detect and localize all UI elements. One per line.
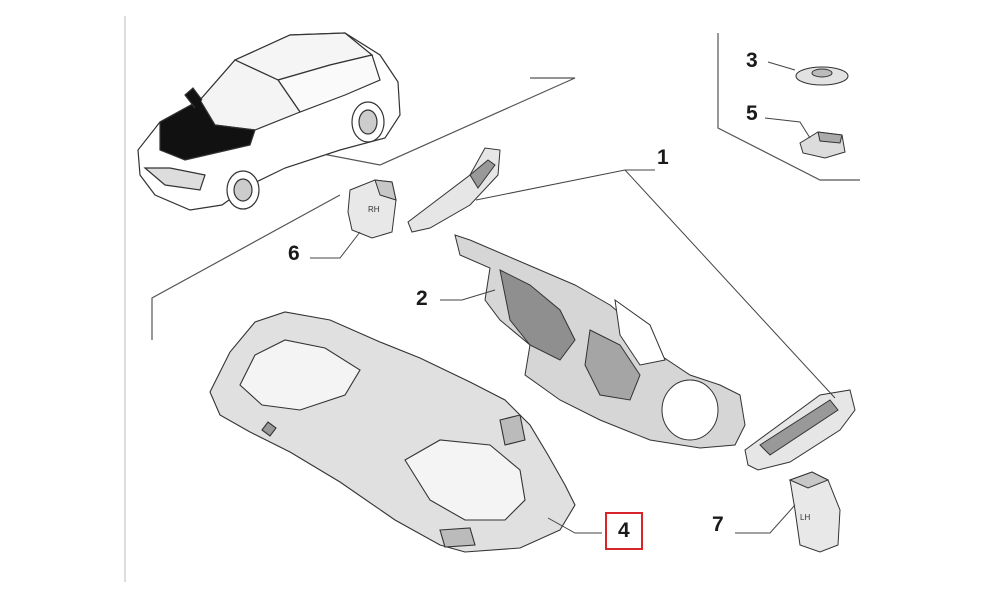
callout-7: 7: [712, 513, 724, 536]
part-1-bracket-lh: [744, 389, 856, 471]
part-3-clip: [795, 66, 849, 86]
part-4-hood-insulation: [209, 311, 576, 553]
callout-4-highlighted: 4: [605, 512, 643, 550]
callout-5: 5: [746, 102, 758, 125]
part-7-marking: LH: [800, 513, 810, 522]
part-6-rh-cover: [347, 179, 397, 239]
part-6-marking: RH: [368, 205, 380, 214]
part-1-bracket-rh: [407, 147, 501, 233]
callout-3: 3: [746, 49, 758, 72]
callout-1: 1: [657, 146, 669, 169]
leader-lines: [310, 61, 836, 534]
car-illustration: [137, 32, 401, 211]
part-2-insulation-panel: [454, 234, 746, 449]
callout-6: 6: [288, 242, 300, 265]
part-7-lh-cover: [788, 471, 841, 553]
callout-2: 2: [416, 287, 428, 310]
part-5-fastener: [799, 131, 846, 159]
